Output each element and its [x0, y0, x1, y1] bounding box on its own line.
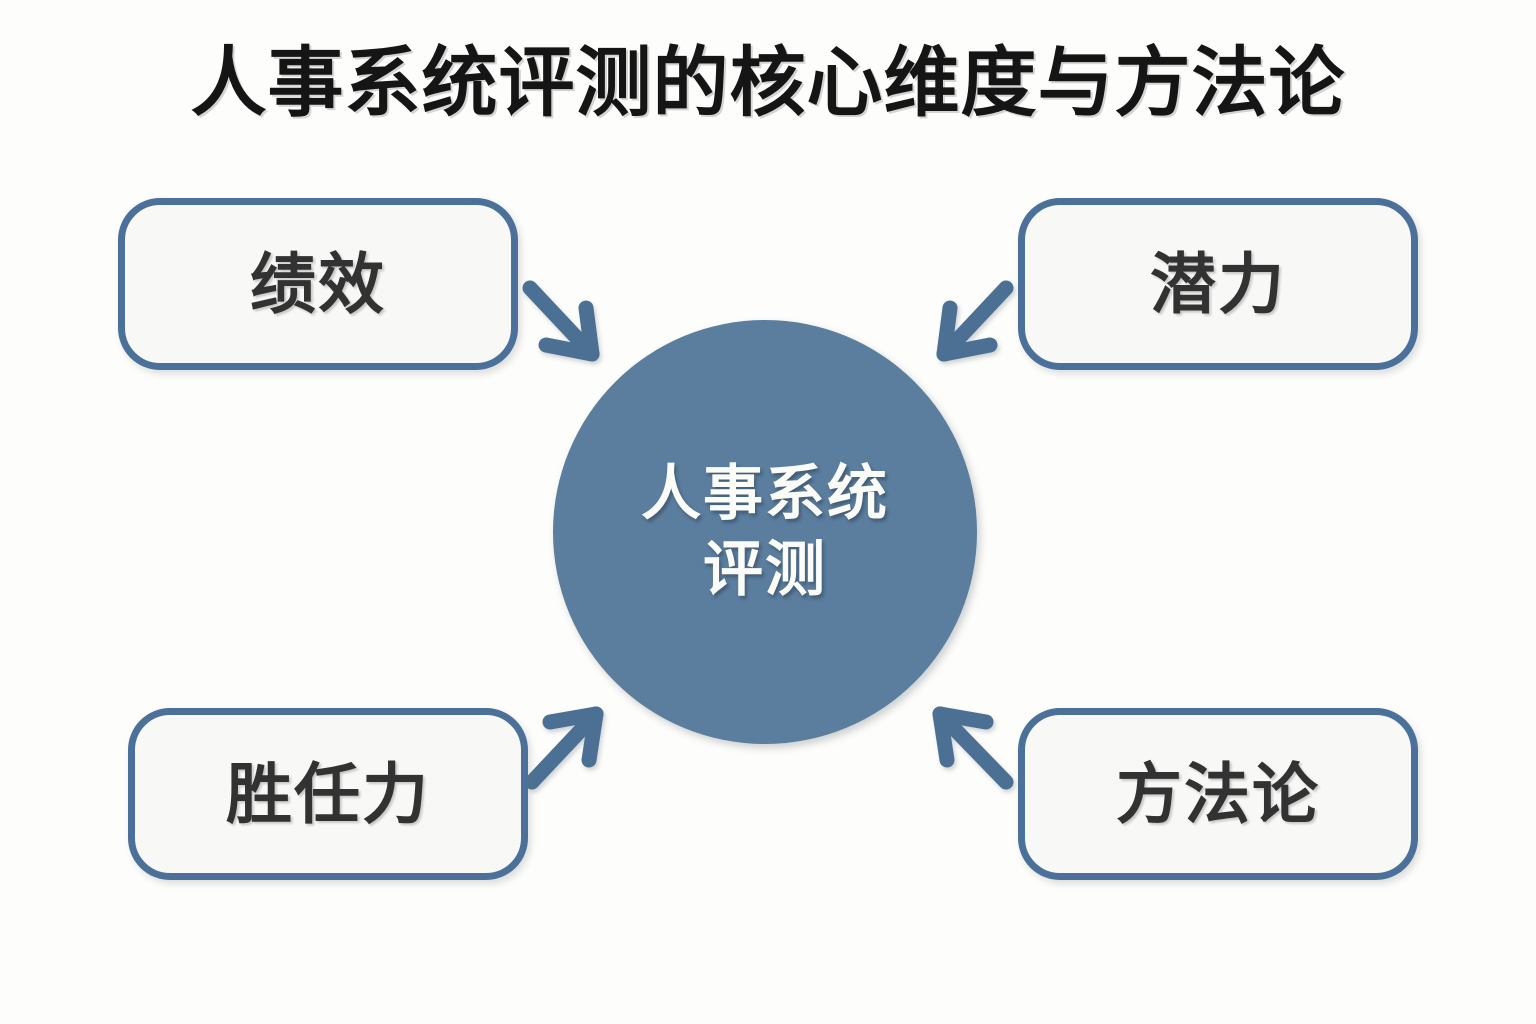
node-label-performance: 绩效 [250, 247, 386, 321]
node-label-potential: 潜力 [1150, 247, 1286, 321]
node-label-methodology: 方法论 [1116, 757, 1320, 831]
center-node[interactable]: 人事系统 评测 [553, 320, 977, 744]
node-box-performance[interactable]: 绩效 [118, 198, 518, 370]
node-box-competency[interactable]: 胜任力 [128, 708, 528, 880]
center-node-line2: 评测 [703, 536, 827, 603]
arrow-performance-to-center [522, 280, 600, 362]
node-box-methodology[interactable]: 方法论 [1018, 708, 1418, 880]
center-node-line1: 人事系统 [641, 460, 889, 527]
node-box-potential[interactable]: 潜力 [1018, 198, 1418, 370]
page-title: 人事系统评测的核心维度与方法论 [190, 41, 1346, 126]
arrow-methodology-to-center [932, 706, 1014, 790]
arrow-potential-to-center [936, 280, 1014, 362]
node-label-competency: 胜任力 [226, 757, 430, 831]
arrow-competency-to-center [524, 706, 604, 790]
